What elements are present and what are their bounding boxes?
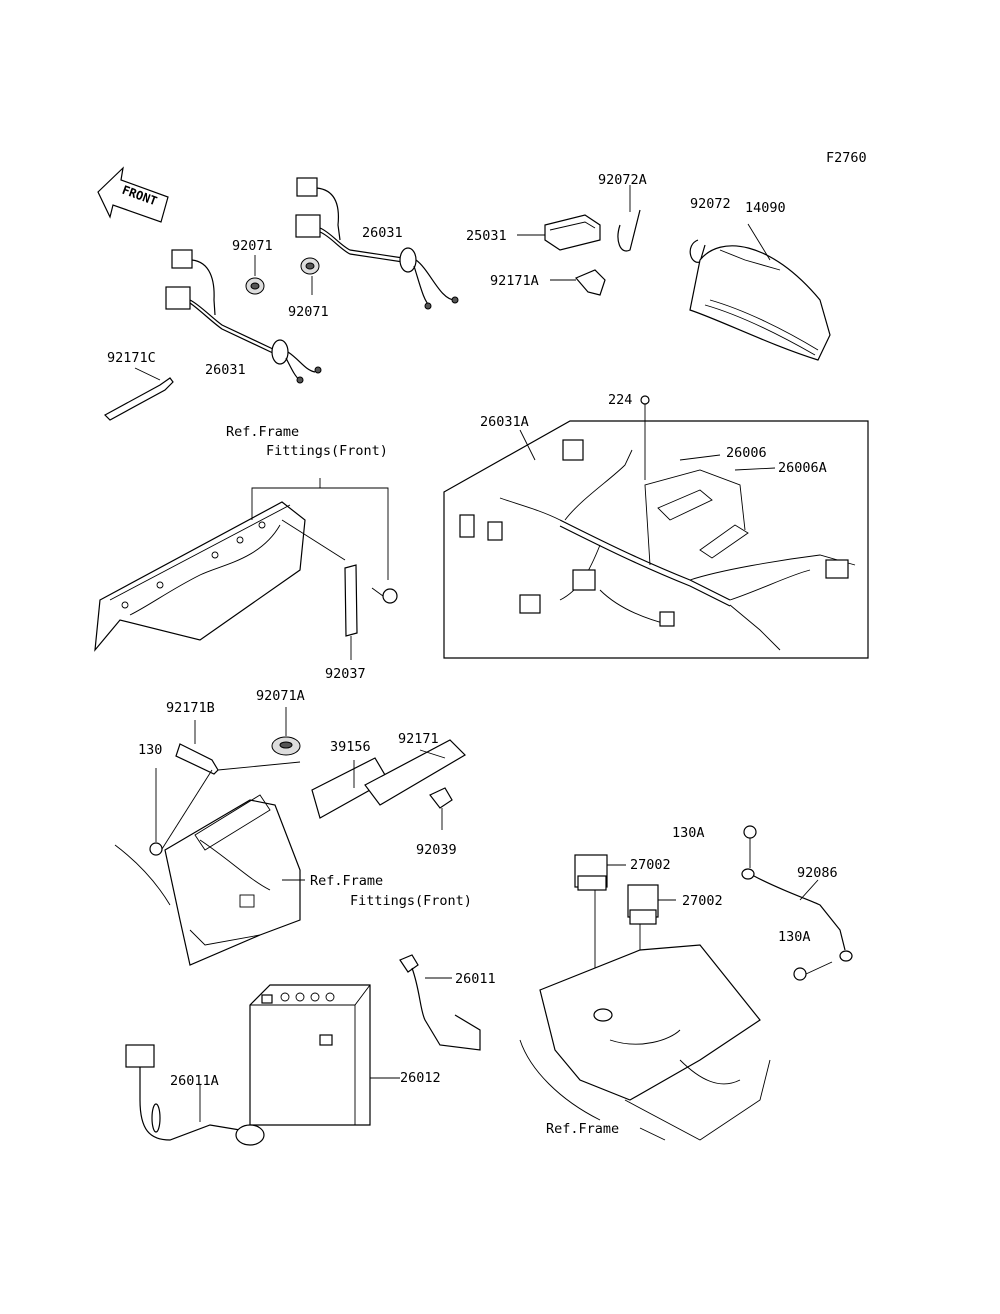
label-fittings-front-2: Fittings(Front) bbox=[350, 893, 472, 909]
label-26006: 26006 bbox=[726, 445, 767, 461]
label-26011: 26011 bbox=[455, 971, 496, 987]
grommet-92071-a bbox=[245, 255, 265, 295]
label-39156: 39156 bbox=[330, 739, 371, 755]
harness-26031-left bbox=[165, 249, 322, 384]
frame-fittings-front-2 bbox=[114, 794, 305, 966]
label-92072A: 92072A bbox=[598, 172, 647, 188]
relay-27002-a bbox=[574, 854, 626, 1000]
label-92071-a: 92071 bbox=[232, 238, 273, 254]
label-92037: 92037 bbox=[325, 666, 366, 682]
figure-code: F2760 bbox=[826, 150, 867, 166]
leader-grommet bbox=[217, 761, 301, 771]
label-130A-top: 130A bbox=[672, 825, 705, 841]
grommet-92071-b bbox=[300, 257, 320, 295]
clamp-92171A bbox=[550, 269, 606, 296]
leader-26031A bbox=[519, 429, 536, 461]
leader-26006 bbox=[679, 454, 721, 461]
label-ref-frame-3: Ref.Frame bbox=[546, 1121, 619, 1137]
label-26031A: 26031A bbox=[480, 414, 529, 430]
cable-92086 bbox=[741, 868, 853, 962]
bolt-92037-fitting bbox=[371, 587, 398, 604]
label-92071-b: 92071 bbox=[288, 304, 329, 320]
label-fittings-front-1: Fittings(Front) bbox=[266, 443, 388, 459]
label-92171: 92171 bbox=[398, 731, 439, 747]
battery-26012 bbox=[249, 984, 400, 1126]
label-130: 130 bbox=[138, 742, 162, 758]
label-26006A: 26006A bbox=[778, 460, 827, 476]
label-27002-a: 27002 bbox=[630, 857, 671, 873]
band-92072A bbox=[617, 185, 641, 252]
main-harness-26031A bbox=[443, 420, 869, 659]
label-130A-bottom: 130A bbox=[778, 929, 811, 945]
label-ref-frame-2: Ref.Frame bbox=[310, 873, 383, 889]
bolt-130 bbox=[149, 768, 213, 856]
label-14090: 14090 bbox=[745, 200, 786, 216]
frame-ref-3 bbox=[519, 944, 771, 1141]
leader-26006A bbox=[734, 467, 776, 471]
label-92171A: 92171A bbox=[490, 273, 539, 289]
bracket-92171 bbox=[364, 739, 466, 806]
screw-224 bbox=[640, 395, 650, 480]
bolt-130A-bottom bbox=[793, 961, 833, 981]
strap-92171B bbox=[175, 720, 219, 775]
cover-14090 bbox=[689, 223, 831, 361]
frame-fittings-front-1 bbox=[94, 478, 389, 652]
label-92086: 92086 bbox=[797, 865, 838, 881]
label-92171B: 92171B bbox=[166, 700, 215, 716]
harness-26031-top bbox=[295, 177, 459, 310]
label-27002-b: 27002 bbox=[682, 893, 723, 909]
label-26031-top: 26031 bbox=[362, 225, 403, 241]
cable-26011 bbox=[399, 954, 481, 1051]
label-26031-left: 26031 bbox=[205, 362, 246, 378]
label-ref-frame-1: Ref.Frame bbox=[226, 424, 299, 440]
clamp-92171C bbox=[104, 367, 174, 421]
label-92171C: 92171C bbox=[107, 350, 156, 366]
band-92037 bbox=[344, 564, 358, 660]
label-92039: 92039 bbox=[416, 842, 457, 858]
label-26012: 26012 bbox=[400, 1070, 441, 1086]
grommet-92071A bbox=[271, 707, 301, 756]
label-92071A: 92071A bbox=[256, 688, 305, 704]
label-224: 224 bbox=[608, 392, 632, 408]
relay-25031 bbox=[517, 214, 601, 251]
cable-26011A bbox=[125, 1044, 265, 1146]
label-92072: 92072 bbox=[690, 196, 731, 212]
front-arrow-icon: FRONT bbox=[97, 166, 169, 223]
bolt-130A-top bbox=[743, 825, 757, 868]
label-25031: 25031 bbox=[466, 228, 507, 244]
label-26011A: 26011A bbox=[170, 1073, 219, 1089]
clip-92039 bbox=[429, 787, 453, 830]
